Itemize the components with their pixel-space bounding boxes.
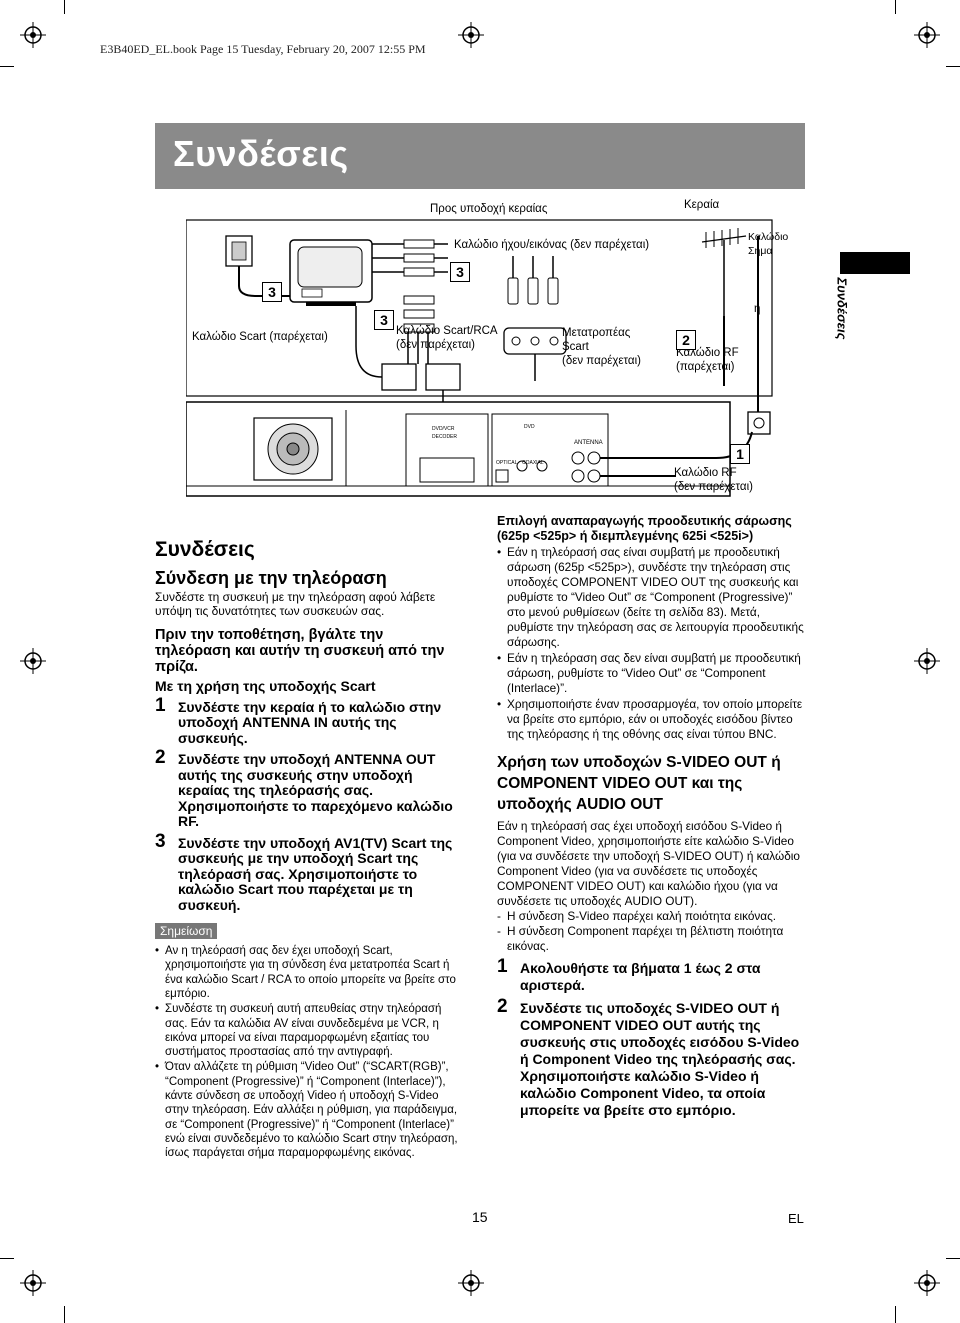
crop-mark xyxy=(64,1306,65,1323)
page-number: 15 xyxy=(472,1209,488,1225)
svideo-text: Εάν η τηλεόρασή σας έχει υποδοχή εισόδου… xyxy=(497,819,800,908)
label-av-cable: Καλώδιο ήχου/εικόνας (δεν παρέχεται) xyxy=(454,239,650,251)
step-marker: 1 xyxy=(730,444,750,464)
print-header: E3B40ED_EL.book Page 15 Tuesday, Februar… xyxy=(100,42,426,56)
rca-plugs-icon xyxy=(372,239,448,364)
progressive-list: Εάν η τηλεόρασή σας είναι συμβατή με προ… xyxy=(497,545,809,742)
connection-diagram: Προς υποδοχή κεραίας Κεραία Καλώδιο Σήμα… xyxy=(186,196,788,506)
list-item: Εάν η τηλεόραση σας δεν είναι συμβατή με… xyxy=(497,651,809,696)
registration-mark-icon xyxy=(20,22,46,48)
list-item: Εάν η τηλεόρασή σας είναι συμβατή με προ… xyxy=(497,545,809,650)
step-marker: 3 xyxy=(374,310,394,330)
list-item: Η σύνδεση Component παρέχει τη βέλτιστη … xyxy=(497,924,809,954)
tv-icon xyxy=(289,239,373,306)
page-title-band: Συνδέσεις xyxy=(155,123,805,189)
registration-mark-icon xyxy=(20,1270,46,1296)
scart-converter-icon xyxy=(503,256,567,381)
crop-mark xyxy=(895,0,896,14)
svideo-heading: Χρήση των υποδοχών S-VIDEO OUT ή COMPONE… xyxy=(497,754,781,813)
registration-mark-icon xyxy=(914,1270,940,1296)
registration-mark-icon xyxy=(914,648,940,674)
label-rf-cable-supplied: Καλώδιο RF (παρέχεται) xyxy=(676,347,739,373)
page-language: EL xyxy=(788,1211,804,1226)
list-item: Όταν αλλάζετε τη ρύθμιση “Video Out” (“S… xyxy=(155,1060,463,1160)
list-item: Αν η τηλεόρασή σας δεν έχει υποδοχή Scar… xyxy=(155,944,463,1001)
label-antenna: Κεραία xyxy=(684,199,720,211)
left-column: Συνδέσεις Σύνδεση με την τηλεόραση Συνδέ… xyxy=(155,538,463,1162)
progressive-heading: Επιλογή αναπαραγωγής προοδευτικής σάρωση… xyxy=(497,514,792,543)
step-marker: 2 xyxy=(676,330,696,350)
list-item: Χρησιμοποιήστε έναν προσαρμογέα, τον οπο… xyxy=(497,697,809,742)
step-marker: 3 xyxy=(450,262,470,282)
crop-mark xyxy=(0,66,14,67)
label-scart-cable: Καλώδιο Scart (παρέχεται) xyxy=(192,331,328,343)
intro-text: Συνδέστε τη συσκευή με την τηλεόραση αφο… xyxy=(155,590,436,619)
crop-mark xyxy=(946,66,960,67)
registration-mark-icon xyxy=(20,648,46,674)
note-label: Σημείωση xyxy=(155,923,218,940)
crop-mark xyxy=(64,0,65,14)
section-title: Συνδέσεις xyxy=(155,538,255,561)
panel-label-antenna: ANTENNA xyxy=(574,440,603,446)
crop-mark xyxy=(946,1258,960,1259)
device-rear-panel-icon xyxy=(186,401,731,497)
crop-mark xyxy=(0,1258,14,1259)
tv-connection-title: Σύνδεση με την τηλεόραση xyxy=(155,568,387,588)
panel-label-dvd: DVD xyxy=(524,424,535,430)
label-antenna-input: Προς υποδοχή κεραίας xyxy=(430,203,548,215)
label-scart-converter: Μετατροπέας Scart (δεν παρέχεται) xyxy=(562,327,641,367)
page-title: Συνδέσεις xyxy=(173,133,349,174)
label-rf-cable-not-supplied: Καλώδιο RF (δεν παρέχεται) xyxy=(674,467,753,493)
diagram-artwork xyxy=(186,219,773,497)
step-marker: 3 xyxy=(262,282,282,302)
label-or: ή xyxy=(754,303,761,315)
side-tab-label: Συνδέσεις xyxy=(834,277,850,340)
registration-mark-icon xyxy=(914,22,940,48)
unplug-warning: Πριν την τοποθέτηση, βγάλτε την τηλεόρασ… xyxy=(155,626,445,675)
panel-label-dvd-vcr: DVD/VCR xyxy=(432,426,455,432)
panel-label-coaxial: COAXIAL xyxy=(522,460,544,466)
list-item: Η σύνδεση S-Video παρέχει καλή ποιότητα … xyxy=(497,909,809,924)
registration-mark-icon xyxy=(458,22,484,48)
list-item: Συνδέστε τη συσκευή αυτή απευθείας στην … xyxy=(155,1002,463,1059)
label-signal-cable: Καλώδιο Σήμα xyxy=(748,231,789,257)
panel-label-optical: OPTICAL xyxy=(496,460,518,466)
note-list: Αν η τηλεόρασή σας δεν έχει υποδοχή Scar… xyxy=(155,944,463,1160)
antenna-icon xyxy=(701,228,747,316)
registration-mark-icon xyxy=(458,1270,484,1296)
crop-mark xyxy=(895,1306,896,1323)
side-tab-marker xyxy=(840,252,910,274)
panel-label-decoder: DECODER xyxy=(432,434,458,440)
label-scart-rca-cable: Καλώδιο Scart/RCA (δεν παρέχεται) xyxy=(396,325,498,351)
scart-heading: Με τη χρήση της υποδοχής Scart xyxy=(155,677,376,694)
scart-plug-icon xyxy=(225,235,290,297)
right-column: Επιλογή αναπαραγωγής προοδευτικής σάρωση… xyxy=(497,514,809,1119)
